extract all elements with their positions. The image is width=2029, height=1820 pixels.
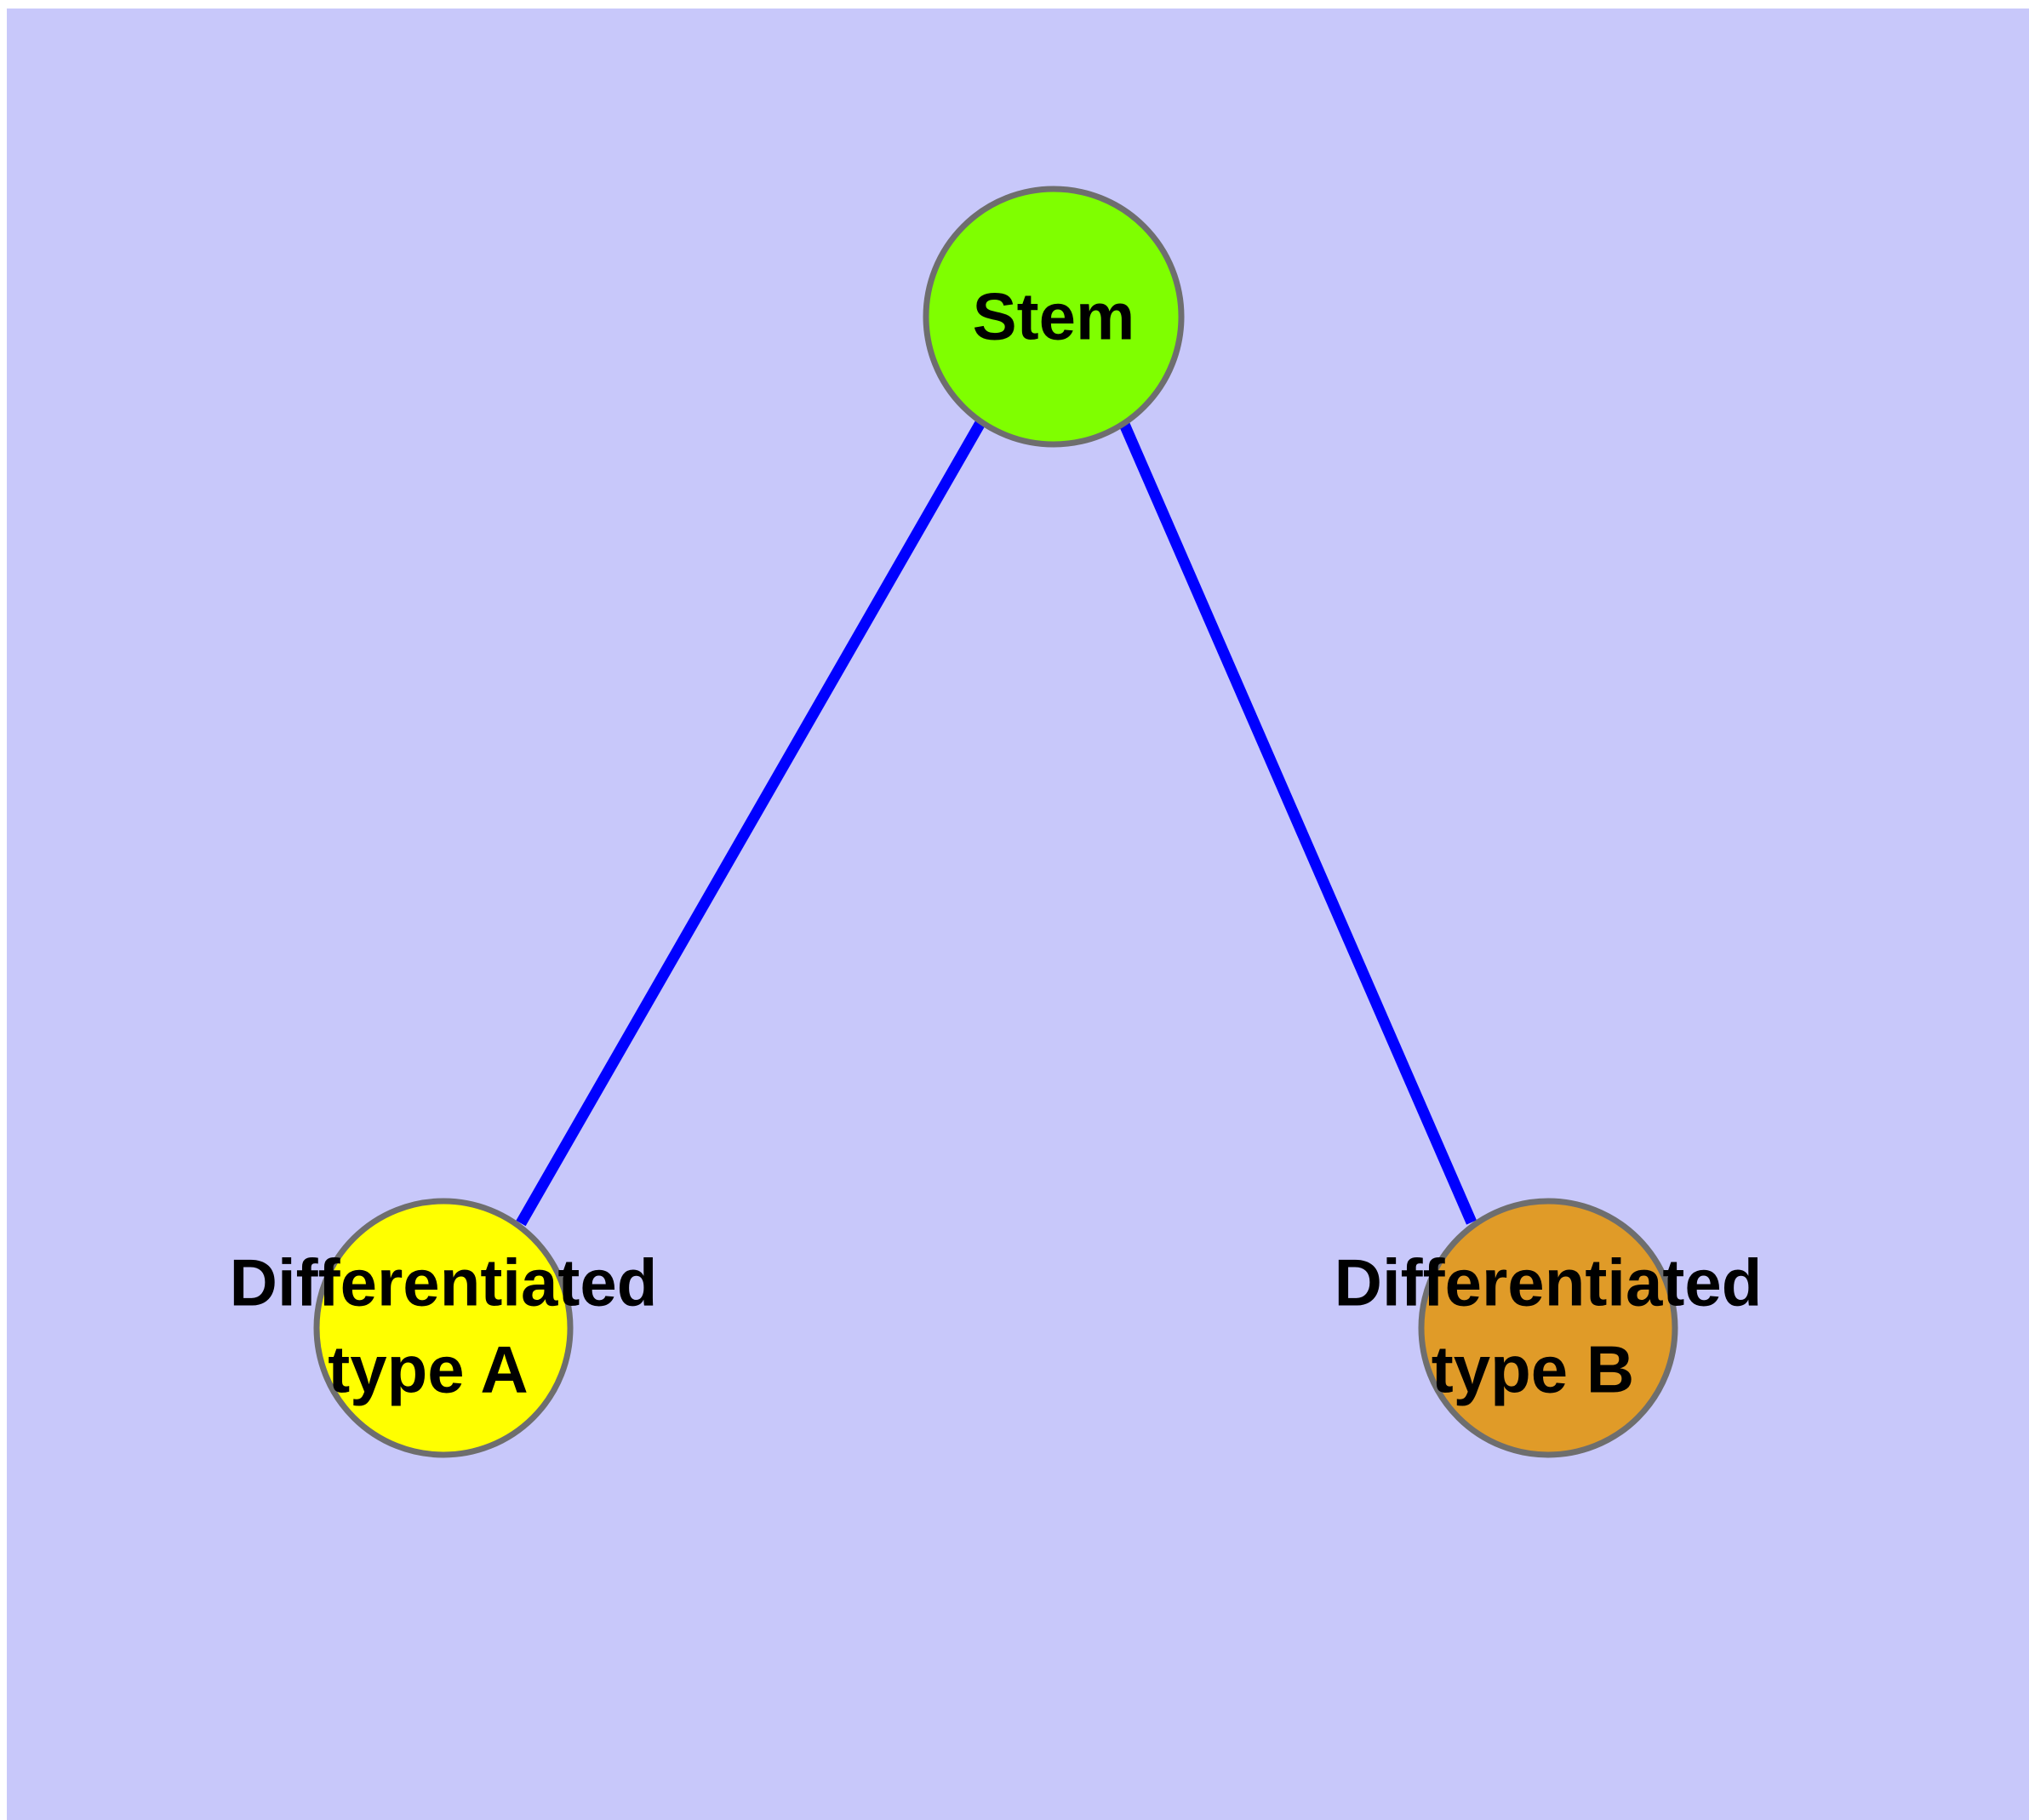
node-differentiated-type-a[interactable]	[313, 1198, 574, 1458]
node-differentiated-type-a-label-line2: type A	[328, 1332, 529, 1407]
edge-stem-to-differentiated-type-b[interactable]	[1118, 420, 1477, 1225]
labels-layer: Differentiated type A Differentiated typ…	[230, 1245, 1763, 1407]
node-differentiated-type-b-label-line2: type B	[1432, 1332, 1634, 1407]
node-stem-label: Stem	[973, 279, 1135, 354]
node-differentiated-type-b-label-line1: Differentiated	[1335, 1245, 1763, 1320]
node-stem-circle[interactable]	[923, 186, 1185, 448]
node-differentiated-type-b-circle[interactable]	[1418, 1198, 1678, 1458]
node-differentiated-type-a-circle[interactable]	[313, 1198, 574, 1458]
node-differentiated-type-a-label-line1: Differentiated	[230, 1245, 658, 1320]
node-differentiated-type-b[interactable]	[1418, 1198, 1678, 1458]
node-stem[interactable]: Stem	[923, 186, 1185, 448]
edges-layer	[516, 418, 1477, 1227]
edge-stem-to-differentiated-type-a[interactable]	[516, 418, 986, 1227]
nodes-layer: Stem	[313, 186, 1678, 1458]
